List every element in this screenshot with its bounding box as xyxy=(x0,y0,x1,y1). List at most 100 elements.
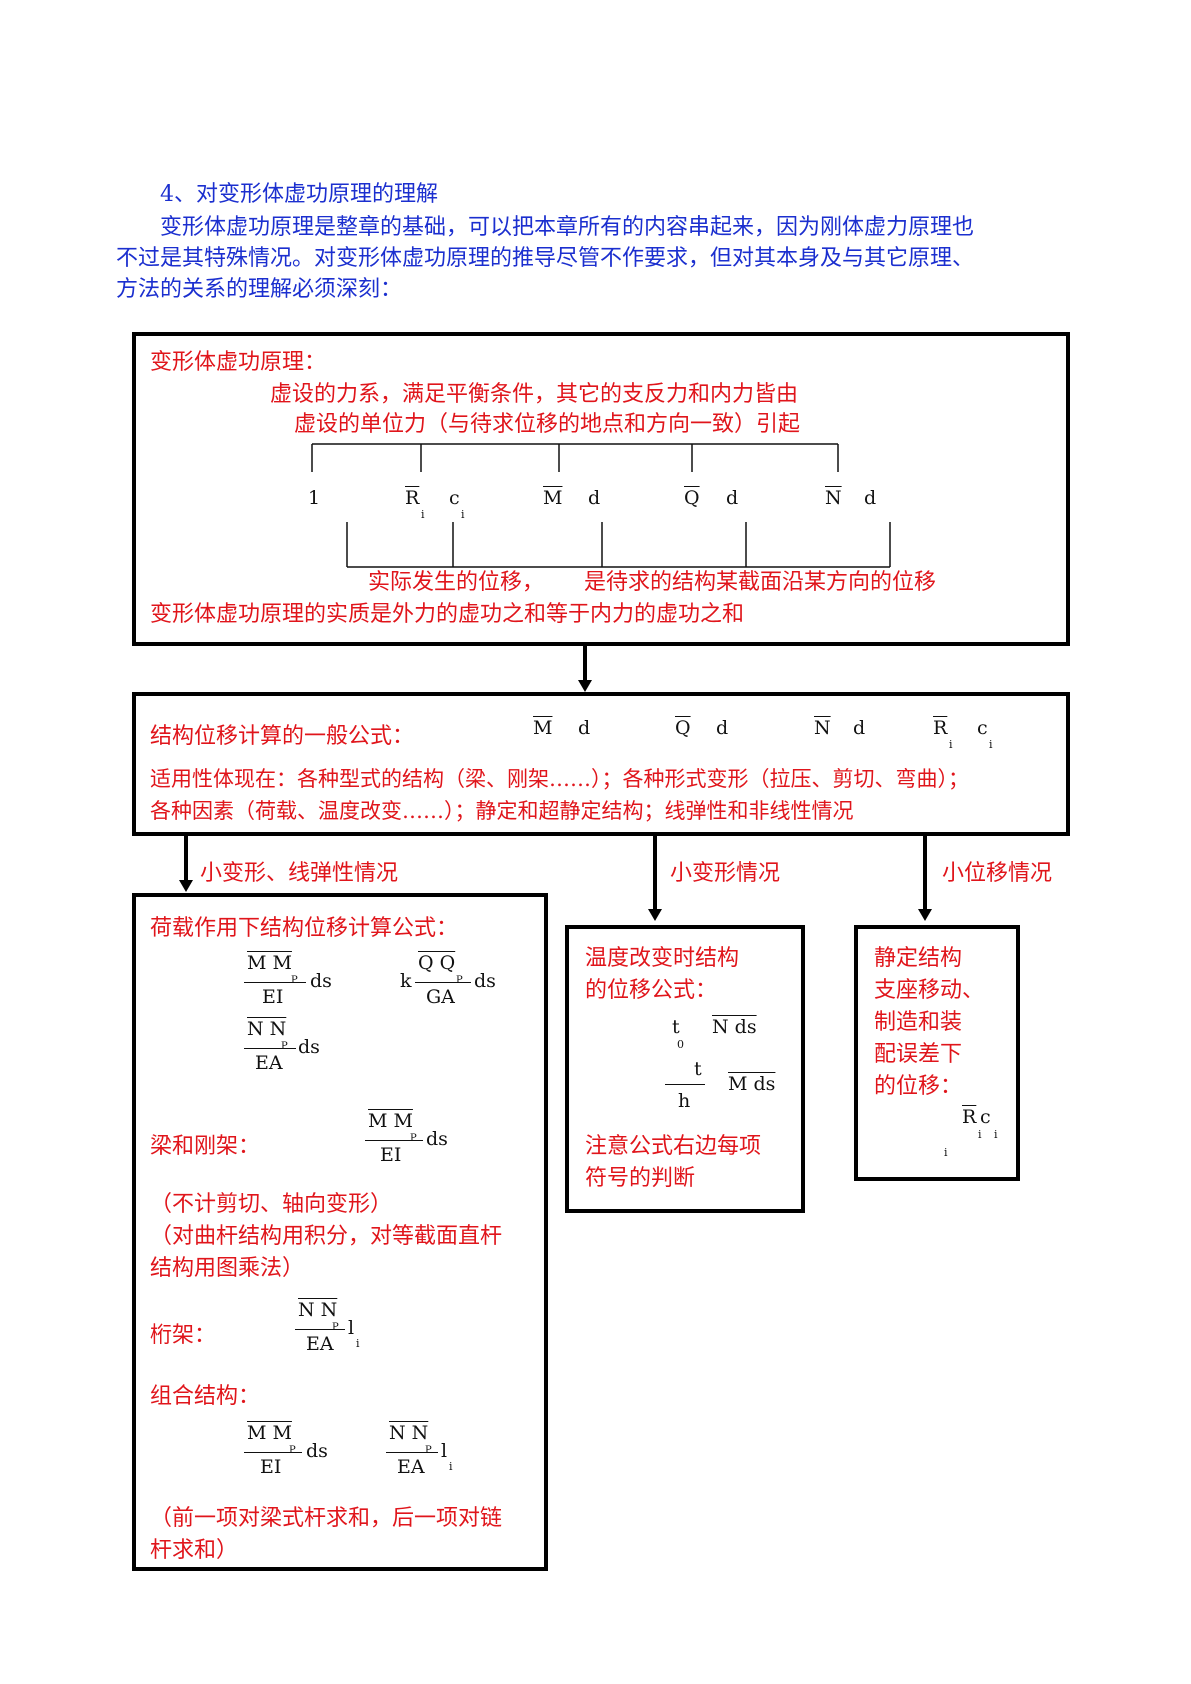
support-R-sub: i xyxy=(978,1128,982,1141)
f1-sub: P xyxy=(291,975,298,986)
f3-denominator: EA xyxy=(255,1052,283,1074)
f2-k: k xyxy=(400,970,412,992)
f2-numerator: Q Q xyxy=(418,952,456,974)
gen-term-Q: Q xyxy=(675,717,691,739)
applicability-line-1: 适用性体现在：各种型式的结构（梁、刚架……）；各种形式变形（拉压、剪切、弯曲）； xyxy=(150,767,969,791)
virtual-force-line-1: 虚设的力系，满足平衡条件，其它的支反力和内力皆由 xyxy=(270,382,799,407)
general-formula-box xyxy=(132,692,1070,836)
support-c: c xyxy=(980,1106,991,1128)
f1-numerator: M M xyxy=(247,952,292,974)
comp1-denominator: EI xyxy=(260,1456,282,1478)
support-R: R xyxy=(962,1106,977,1128)
principle-essence: 变形体虚功原理的实质是外力的虚功之和等于内力的虚功之和 xyxy=(150,602,745,627)
term-c: c xyxy=(449,487,460,509)
truss-label: 桁架： xyxy=(150,1323,217,1348)
beam-ds: ds xyxy=(426,1128,448,1150)
temp-h: h xyxy=(678,1090,691,1112)
truss-bar xyxy=(295,1329,345,1330)
target-displacement-label: 是待求的结构某截面沿某方向的位移 xyxy=(584,570,937,595)
comp1-bar xyxy=(244,1452,302,1453)
f3-sub: P xyxy=(281,1041,288,1052)
comp1-ds: ds xyxy=(306,1440,328,1462)
support-line-3: 制造和装 xyxy=(874,1010,963,1035)
comp2-bar xyxy=(386,1452,438,1453)
term-M: M xyxy=(543,487,563,509)
term-Q-d: d xyxy=(726,487,739,509)
comp1-numerator: M M xyxy=(247,1422,292,1444)
gen-term-c-sub: i xyxy=(989,738,993,751)
temp-dt: t xyxy=(694,1058,702,1080)
f2-ds: ds xyxy=(474,970,496,992)
comp2-l-sub: i xyxy=(449,1460,453,1473)
intro-line-2: 不过是其特殊情况。对变形体虚功原理的推导尽管不作要求，但对其本身及与其它原理、 xyxy=(116,246,975,271)
load-formula-box xyxy=(132,893,548,1571)
f3-ds: ds xyxy=(298,1036,320,1058)
temperature-title-1: 温度改变时结构 xyxy=(585,946,740,971)
temp-N-term: N ds xyxy=(712,1016,757,1038)
gen-term-R: R xyxy=(933,717,948,739)
arrow-label-left: 小变形、线弹性情况 xyxy=(200,861,399,886)
beam-denominator: EI xyxy=(380,1144,402,1166)
term-M-d: d xyxy=(588,487,601,509)
f2-denominator: GA xyxy=(426,986,455,1008)
truss-numerator: N N xyxy=(298,1299,338,1321)
term-R-sub: i xyxy=(421,508,425,521)
composite-label: 组合结构： xyxy=(150,1384,261,1409)
term-c-sub: i xyxy=(461,508,465,521)
load-note-4: （前一项对梁式杆求和，后一项对链 xyxy=(150,1506,503,1531)
support-line-1: 静定结构 xyxy=(874,946,963,971)
gen-term-M: M xyxy=(533,717,553,739)
term-R: R xyxy=(405,487,420,509)
beam-label: 梁和刚架： xyxy=(150,1134,261,1159)
applicability-line-2: 各种因素（荷载、温度改变……）；静定和超静定结构；线弹性和非线性情况 xyxy=(150,799,854,823)
temperature-title-2: 的位移公式： xyxy=(585,978,718,1003)
support-line-5: 的位移： xyxy=(874,1074,963,1099)
term-N-d: d xyxy=(864,487,877,509)
f1-bar xyxy=(244,982,306,983)
intro-line-3: 方法的关系的理解必须深刻： xyxy=(116,277,403,302)
term-N: N xyxy=(825,487,842,509)
support-c-sub: i xyxy=(994,1128,998,1141)
gen-term-R-sub: i xyxy=(949,738,953,751)
gen-term-N-d: d xyxy=(853,717,866,739)
gen-term-M-d: d xyxy=(578,717,591,739)
f1-ds: ds xyxy=(310,970,332,992)
principle-box xyxy=(132,332,1070,646)
virtual-force-line-2: 虚设的单位力（与待求位移的地点和方向一致）引起 xyxy=(294,412,801,437)
support-movement-box xyxy=(854,925,1020,1181)
comp2-sub: P xyxy=(425,1445,432,1456)
temperature-note-1: 注意公式右边每项 xyxy=(585,1134,762,1159)
comp2-denominator: EA xyxy=(397,1456,425,1478)
arrow-label-right: 小位移情况 xyxy=(942,861,1053,886)
truss-l-sub: i xyxy=(356,1337,360,1350)
temp-bar xyxy=(665,1084,705,1085)
beam-sub: P xyxy=(410,1133,417,1144)
gen-term-Q-d: d xyxy=(716,717,729,739)
general-formula-title: 结构位移计算的一般公式： xyxy=(150,724,415,749)
load-note-3: 结构用图乘法） xyxy=(150,1256,305,1281)
beam-bar xyxy=(365,1140,423,1141)
temp-t0: t xyxy=(672,1016,680,1038)
load-note-5: 杆求和） xyxy=(150,1538,239,1563)
arrow-label-mid: 小变形情况 xyxy=(670,861,781,886)
term-one: 1 xyxy=(308,487,321,509)
temperature-box xyxy=(565,925,805,1213)
truss-sub: P xyxy=(332,1322,339,1333)
intro-line-1: 变形体虚功原理是整章的基础，可以把本章所有的内容串起来，因为刚体虚力原理也 xyxy=(160,215,975,240)
comp1-sub: P xyxy=(289,1445,296,1456)
beam-numerator: M M xyxy=(368,1110,413,1132)
section-heading: 4、对变形体虚功原理的理解 xyxy=(160,182,438,207)
support-sum-sub: i xyxy=(944,1146,948,1159)
f3-bar xyxy=(244,1048,296,1049)
gen-term-c: c xyxy=(977,717,988,739)
f1-denominator: EI xyxy=(262,986,284,1008)
temperature-note-2: 符号的判断 xyxy=(585,1166,696,1191)
temp-t0-sub: 0 xyxy=(677,1038,684,1051)
f3-numerator: N N xyxy=(247,1018,287,1040)
truss-l: l xyxy=(348,1317,355,1339)
support-line-2: 支座移动、 xyxy=(874,978,985,1003)
term-Q: Q xyxy=(684,487,700,509)
comp2-l: l xyxy=(441,1440,448,1462)
truss-denominator: EA xyxy=(306,1333,334,1355)
